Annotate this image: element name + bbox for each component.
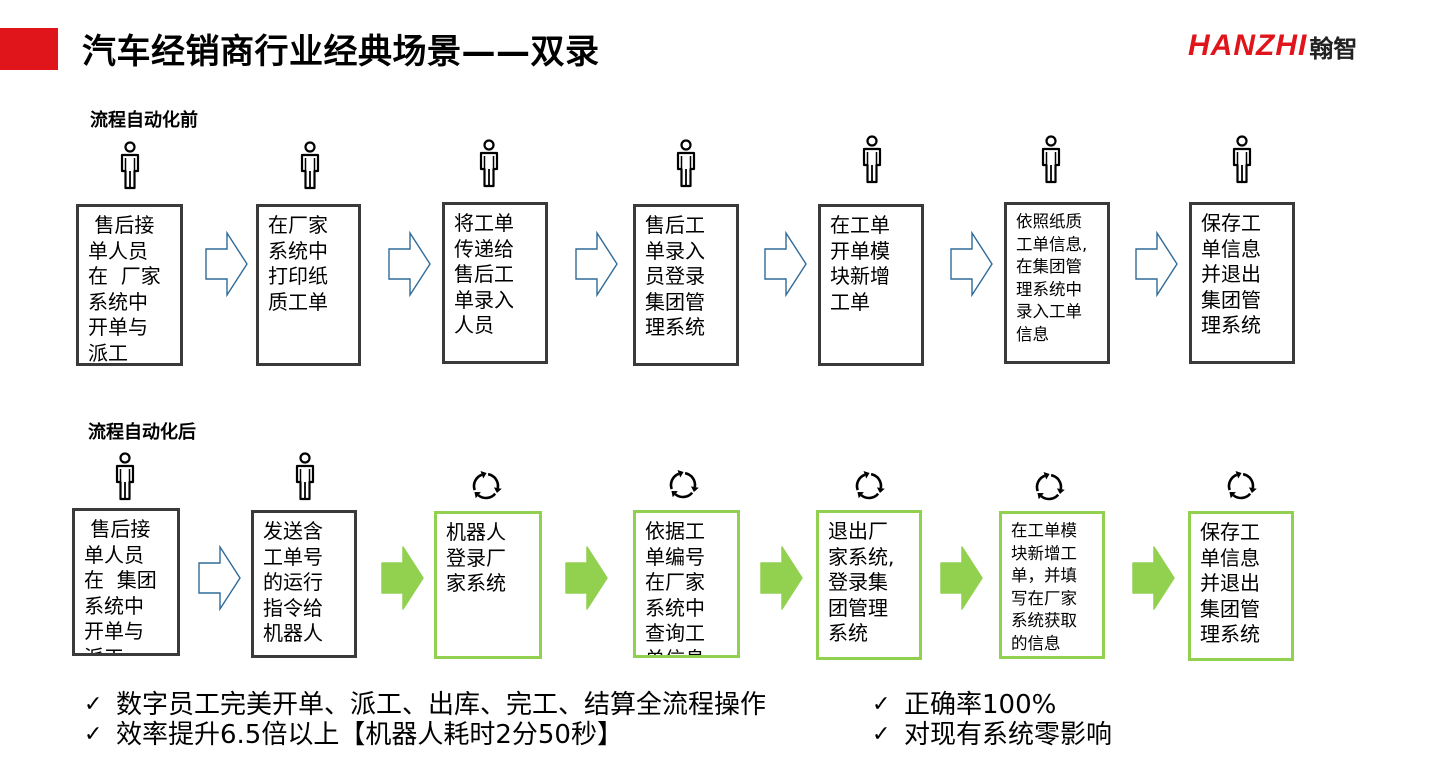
after-step-text: 机器人 登录厂 家系统 — [446, 520, 506, 595]
before-step-box: 保存工 单信息 并退出 集团管 理系统 — [1189, 202, 1295, 364]
person-icon — [1232, 135, 1252, 184]
green-flow-arrow — [565, 546, 608, 610]
after-step-text: 保存工 单信息 并退出 集团管 理系统 — [1200, 520, 1260, 646]
person-icon — [300, 141, 320, 190]
benefits-left-list: ✓ 数字员工完美开单、派工、出库、完工、结算全流程操作 ✓ 效率提升6.5倍以上… — [84, 690, 766, 750]
check-icon: ✓ — [84, 722, 103, 747]
person-icon — [676, 139, 696, 188]
outline-flow-arrow — [950, 231, 993, 297]
person-icon — [295, 452, 315, 501]
green-flow-arrow — [760, 546, 803, 610]
before-step-text: 在工单 开单模 块新增 工单 — [830, 213, 890, 314]
after-step-text: 售后接 单人员 在 集团 系统中 开单与 派工 — [84, 517, 157, 653]
check-icon: ✓ — [84, 692, 103, 717]
before-step-box: 在工单 开单模 块新增 工单 — [818, 204, 924, 366]
check-icon: ✓ — [872, 722, 891, 747]
outline-flow-arrow — [575, 231, 618, 297]
logo-chinese: 翰智 — [1309, 34, 1358, 63]
page-title: 汽车经销商行业经典场景——双录 — [82, 32, 600, 72]
benefits-right-list: ✓ 正确率100% ✓ 对现有系统零影响 — [872, 690, 1112, 750]
outline-flow-arrow — [1135, 231, 1178, 297]
after-step-box: 在工单模 块新增工 单，并填 写在厂家 系统获取 的信息 — [999, 511, 1105, 659]
before-step-box: 将工单 传递给 售后工 单录入 人员 — [442, 202, 548, 364]
after-step-text: 依据工 单编号 在厂家 系统中 查询工 单信息 — [645, 519, 705, 655]
after-step-text: 在工单模 块新增工 单，并填 写在厂家 系统获取 的信息 — [1011, 521, 1077, 653]
logo-brand: HANZHI — [1188, 29, 1308, 62]
before-step-text: 依照纸质 工单信息, 在集团管 理系统中 录入工单 信息 — [1016, 212, 1088, 344]
after-step-box: 机器人 登录厂 家系统 — [434, 511, 542, 659]
after-section-label: 流程自动化后 — [88, 422, 196, 443]
outline-flow-arrow — [764, 231, 807, 297]
before-step-box: 依照纸质 工单信息, 在集团管 理系统中 录入工单 信息 — [1004, 202, 1110, 364]
robot-cycle-icon — [669, 469, 699, 499]
benefit-text: 对现有系统零影响 — [904, 720, 1113, 750]
before-step-box: 售后接 单人员 在 厂家 系统中 开单与 派工 — [76, 204, 183, 366]
robot-cycle-icon — [1035, 471, 1065, 501]
green-flow-arrow — [1132, 546, 1175, 610]
hanzhi-logo: HANZHI 翰智 — [1188, 28, 1357, 64]
benefit-text: 数字员工完美开单、派工、出库、完工、结算全流程操作 — [116, 690, 767, 720]
after-step-text: 发送含 工单号 的运行 指令给 机器人 — [263, 519, 323, 645]
outline-flow-arrow — [388, 231, 431, 297]
green-flow-arrow — [940, 546, 983, 610]
before-step-text: 将工单 传递给 售后工 单录入 人员 — [454, 211, 514, 337]
before-step-text: 售后接 单人员 在 厂家 系统中 开单与 派工 — [88, 213, 161, 365]
person-icon — [479, 139, 499, 188]
benefit-text: 正确率100% — [904, 690, 1057, 720]
person-icon — [115, 452, 135, 501]
after-step-box: 发送含 工单号 的运行 指令给 机器人 — [251, 510, 357, 658]
benefit-text: 效率提升6.5倍以上【机器人耗时2分50秒】 — [116, 720, 623, 750]
robot-cycle-icon — [1227, 470, 1257, 500]
person-icon — [120, 141, 140, 190]
benefit-item: ✓ 对现有系统零影响 — [872, 720, 1112, 750]
benefit-item: ✓ 效率提升6.5倍以上【机器人耗时2分50秒】 — [84, 720, 766, 750]
after-step-box: 依据工 单编号 在厂家 系统中 查询工 单信息 — [633, 510, 740, 658]
outline-flow-arrow — [198, 545, 241, 611]
before-section-label: 流程自动化前 — [90, 110, 198, 131]
after-step-box: 保存工 单信息 并退出 集团管 理系统 — [1188, 511, 1294, 661]
benefit-item: ✓ 数字员工完美开单、派工、出库、完工、结算全流程操作 — [84, 690, 766, 720]
robot-cycle-icon — [855, 470, 885, 500]
before-step-text: 保存工 单信息 并退出 集团管 理系统 — [1201, 211, 1261, 337]
green-flow-arrow — [381, 546, 424, 610]
person-icon — [862, 135, 882, 184]
after-step-box: 退出厂 家系统, 登录集 团管理 系统 — [816, 510, 922, 660]
outline-flow-arrow — [205, 231, 248, 297]
title-accent-bar — [0, 28, 58, 70]
robot-cycle-icon — [472, 470, 502, 500]
before-step-text: 售后工 单录入 员登录 集团管 理系统 — [645, 213, 705, 339]
check-icon: ✓ — [872, 692, 891, 717]
before-step-box: 在厂家 系统中 打印纸 质工单 — [256, 204, 361, 366]
after-step-box: 售后接 单人员 在 集团 系统中 开单与 派工 — [72, 508, 180, 656]
before-step-box: 售后工 单录入 员登录 集团管 理系统 — [633, 204, 739, 366]
person-icon — [1041, 135, 1061, 184]
benefit-item: ✓ 正确率100% — [872, 690, 1112, 720]
after-step-text: 退出厂 家系统, 登录集 团管理 系统 — [828, 519, 895, 645]
before-step-text: 在厂家 系统中 打印纸 质工单 — [268, 213, 328, 314]
